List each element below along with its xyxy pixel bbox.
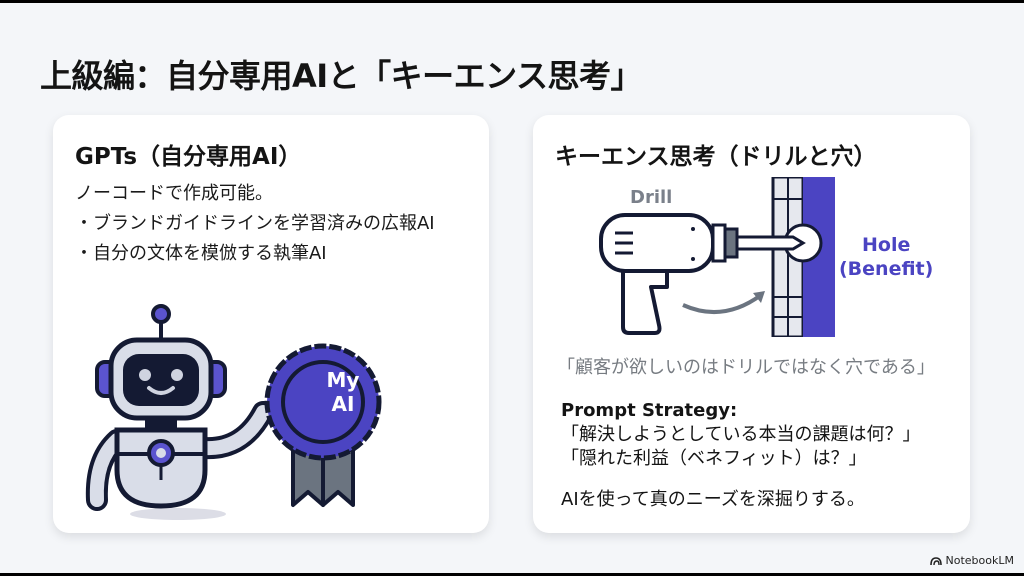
strategy-heading: Prompt Strategy: — [561, 400, 738, 421]
conclusion-text: AIを使って真のニーズを深掘りする。 — [561, 489, 865, 510]
robot-icon — [85, 304, 382, 520]
notebooklm-brand: NotebookLM — [929, 554, 1014, 567]
drill-hole-quote: 「顧客が欲しいのはドリルではなく穴である」 — [557, 357, 935, 378]
gpts-line: ノーコードで作成可能。 — [75, 183, 273, 204]
hole-label-line: (Benefit) — [839, 258, 934, 280]
slide-title: 上級編：自分専用AIと「キーエンス思考」 — [40, 57, 643, 95]
gpts-description: ノーコードで作成可能。 ・ブランドガイドラインを学習済みの広報AI ・自分の文体… — [75, 179, 435, 269]
slide: 上級編：自分専用AIと「キーエンス思考」 GPTs（自分専用AI） ノーコードで… — [0, 3, 1024, 573]
drill-label-text: Drill — [630, 187, 673, 208]
brand-label: NotebookLM — [945, 554, 1014, 567]
hole-label: Hole (Benefit) — [839, 233, 933, 281]
badge-line: AI — [331, 392, 355, 416]
my-ai-badge — [264, 343, 382, 461]
gpts-card-title: GPTs（自分専用AI） — [75, 144, 302, 170]
gpts-line: ・ブランドガイドラインを学習済みの広報AI — [75, 213, 435, 234]
notebooklm-logo-icon — [929, 556, 942, 565]
strategy-item: 「隠れた利益（ベネフィット）は？」 — [561, 448, 867, 469]
keyence-card-title: キーエンス思考（ドリルと穴） — [555, 144, 877, 170]
drill-diagram — [599, 177, 835, 337]
strategy-item: 「解決しようとしている本当の課題は何？」 — [561, 424, 921, 445]
drill-label: Drill — [630, 187, 672, 208]
badge-label: My AI — [303, 368, 383, 416]
hole-label-line: Hole — [861, 234, 911, 256]
gpts-card: GPTs（自分専用AI） ノーコードで作成可能。 ・ブランドガイドラインを学習済… — [53, 115, 489, 533]
gpts-line: ・自分の文体を模倣する執筆AI — [75, 243, 327, 264]
keyence-card: キーエンス思考（ドリルと穴） — [533, 115, 970, 533]
prompt-strategy: Prompt Strategy: 「解決しようとしている本当の課題は何？」 「隠… — [561, 399, 920, 471]
badge-line: My — [326, 368, 360, 392]
